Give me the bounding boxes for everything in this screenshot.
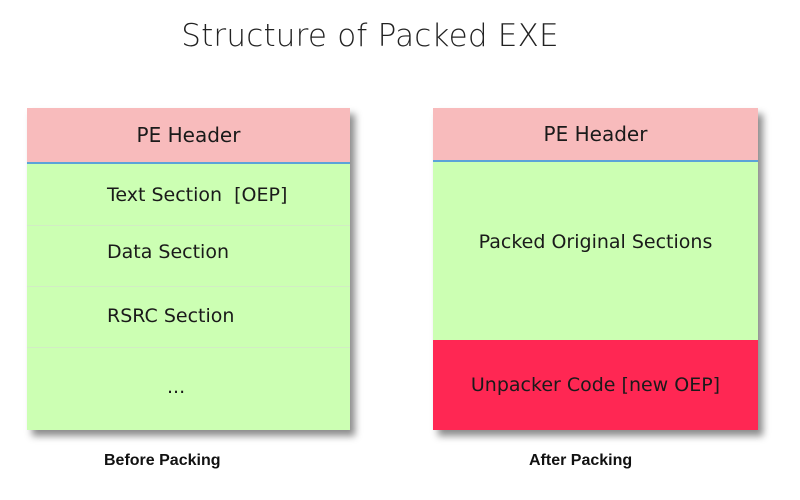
after-packing-stack: PE Header Packed Original Sections Unpac… <box>433 108 758 430</box>
before-pe-header: PE Header <box>27 108 350 164</box>
data-section-label: Data Section <box>107 241 229 263</box>
unpacker-code-section: Unpacker Code [new OEP] <box>433 340 758 430</box>
rsrc-section-label: RSRC Section <box>107 305 235 327</box>
diagram-title: Structure of Packed EXE <box>181 18 559 54</box>
before-packing-stack: PE Header Text Section [OEP] Data Sectio… <box>27 108 350 430</box>
before-data-section: Data Section <box>27 225 350 286</box>
more-sections-ellipsis: ... <box>167 376 186 398</box>
after-packing-caption: After Packing <box>529 452 633 469</box>
after-pe-header: PE Header <box>433 108 758 162</box>
before-packing-caption: Before Packing <box>104 452 221 469</box>
before-pe-header-label: PE Header <box>136 123 241 147</box>
packed-original-sections: Packed Original Sections <box>433 162 758 340</box>
text-section-label: Text Section [OEP] <box>107 184 288 206</box>
after-pe-header-label: PE Header <box>543 122 648 146</box>
before-more-sections: ... <box>27 347 350 430</box>
before-text-section: Text Section [OEP] <box>27 164 350 225</box>
before-rsrc-section: RSRC Section <box>27 286 350 347</box>
unpacker-code-label: Unpacker Code [new OEP] <box>470 374 721 396</box>
packed-sections-label: Packed Original Sections <box>478 231 713 253</box>
